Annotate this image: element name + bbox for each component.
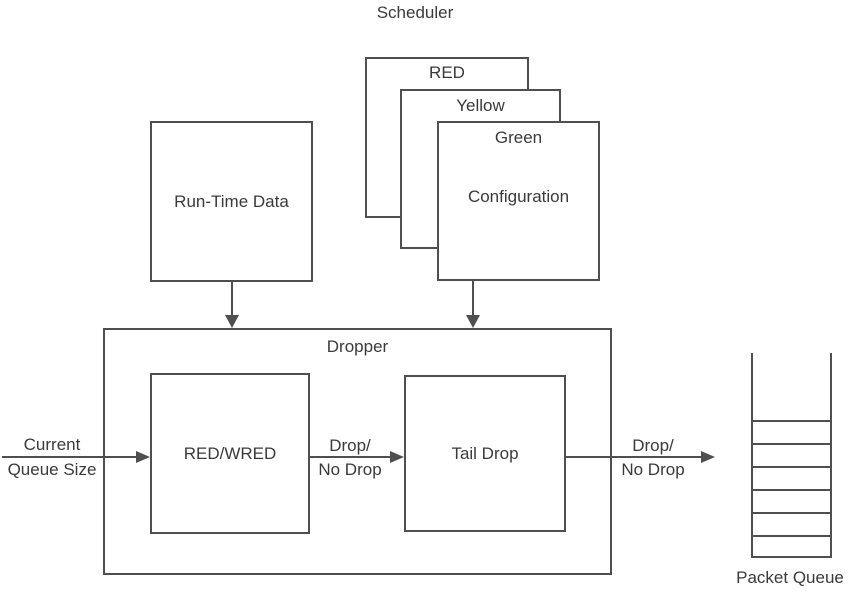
scheduler-label: Scheduler bbox=[376, 3, 454, 22]
drop-no-drop-mid-line1: Drop/ bbox=[329, 436, 371, 455]
arrow-right-icon bbox=[390, 451, 404, 463]
drop-no-drop-out-line2: No Drop bbox=[621, 460, 685, 479]
drop-no-drop-label-out: Drop/ No Drop bbox=[603, 434, 703, 482]
tail-drop-box: Tail Drop bbox=[404, 375, 566, 532]
arrow-config-to-dropper-shaft bbox=[472, 281, 474, 317]
packet-queue-label: Packet Queue bbox=[736, 568, 844, 587]
runtime-data-label: Run-Time Data bbox=[174, 191, 289, 211]
current-queue-size-line1: Current bbox=[23, 435, 81, 454]
packet-queue-rung bbox=[753, 466, 830, 468]
packet-queue-rung bbox=[753, 489, 830, 491]
drop-no-drop-mid-line2: No Drop bbox=[318, 460, 382, 479]
red-wred-label: RED/WRED bbox=[183, 443, 277, 463]
current-queue-size-label: Current Queue Size bbox=[0, 432, 104, 482]
config-card-yellow-label: Yellow bbox=[456, 96, 505, 115]
arrow-runtime-to-dropper-shaft bbox=[231, 282, 233, 317]
drop-no-drop-out-line1: Drop/ bbox=[632, 436, 674, 455]
arrow-input-shaft bbox=[2, 456, 138, 458]
packet-queue-rung bbox=[753, 535, 830, 537]
packet-queue-rung bbox=[753, 512, 830, 514]
dropper-label: Dropper bbox=[326, 337, 389, 356]
arrow-right-icon bbox=[136, 451, 150, 463]
packet-queue-glyph bbox=[751, 353, 832, 558]
arrow-down-icon bbox=[225, 315, 239, 328]
packet-queue-rung bbox=[753, 443, 830, 445]
packet-queue-rung bbox=[753, 420, 830, 422]
arrow-right-icon bbox=[701, 451, 715, 463]
runtime-data-box: Run-Time Data bbox=[150, 121, 313, 282]
configuration-label: Configuration bbox=[467, 187, 570, 206]
current-queue-size-line2: Queue Size bbox=[7, 460, 97, 479]
drop-no-drop-label-mid: Drop/ No Drop bbox=[300, 434, 400, 482]
tail-drop-label: Tail Drop bbox=[451, 443, 519, 463]
config-card-green-label: Green bbox=[494, 128, 543, 147]
config-card-red-label: RED bbox=[429, 63, 465, 82]
red-wred-box: RED/WRED bbox=[150, 373, 310, 534]
arrow-taildrop-to-queue-shaft bbox=[566, 456, 703, 458]
config-card-green: Green Configuration bbox=[437, 121, 600, 281]
arrow-down-icon bbox=[466, 315, 480, 328]
arrow-redwred-to-taildrop-shaft bbox=[310, 456, 392, 458]
